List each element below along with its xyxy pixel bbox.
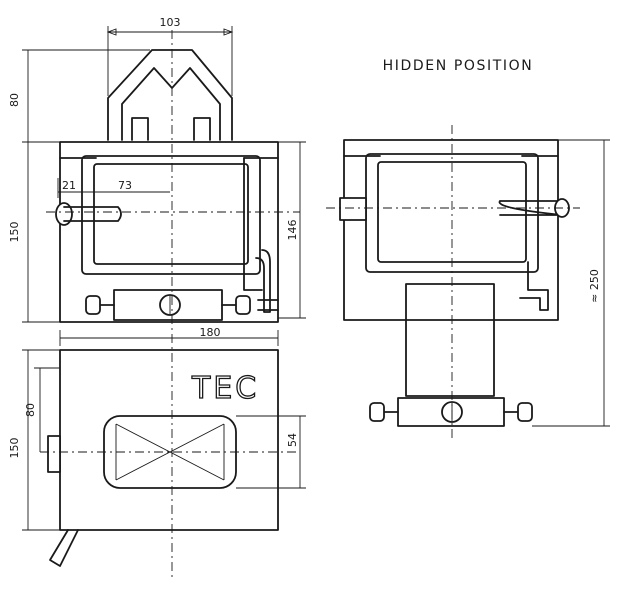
hidden-knob-right: [517, 402, 533, 422]
dim-base-80-label: 80: [24, 403, 37, 417]
hood-inner: [121, 67, 221, 141]
plan-knob: [47, 435, 61, 473]
knob-lever: [63, 206, 122, 222]
dim-54-label: 54: [286, 433, 299, 447]
dim-54-ext: [236, 415, 306, 489]
plan-dimensions: 180 80 150 54: [8, 326, 306, 531]
hook-clamp: [257, 299, 279, 311]
dim-146-label: 146: [286, 220, 299, 241]
front-view: [46, 30, 300, 580]
dim-21-ext: [57, 178, 83, 198]
dim-103-arrows: [106, 28, 234, 36]
dim-80-ext: [22, 49, 150, 143]
dim-73-label: 73: [118, 179, 132, 192]
front-dimensions: 103 80 150 146 21 73: [8, 16, 306, 323]
knob-left: [85, 295, 101, 315]
dim-base-150-label: 150: [8, 438, 21, 459]
hood-leg-right: [193, 117, 211, 141]
view-title: HIDDEN POSITION: [383, 58, 534, 74]
brand-logo: TEC: [191, 371, 259, 406]
dim-80-label: 80: [8, 93, 21, 107]
body-side-rail: [243, 157, 263, 291]
window-bowtie: [115, 423, 225, 481]
dim-103-ext: [107, 26, 233, 96]
dim-21-label: 21: [62, 179, 76, 192]
dim-150-label: 150: [8, 222, 21, 243]
hidden-knob-left: [369, 402, 385, 422]
hidden-position-view: HIDDEN POSITION ≈ 250: [326, 58, 610, 440]
plan-cable: [49, 529, 79, 567]
mirror-frame-inner: [93, 163, 249, 265]
plan-view: TEC: [40, 349, 300, 567]
hood-leg-left: [131, 117, 149, 141]
extended-column: [405, 283, 495, 397]
mirror-frame-outer: [81, 155, 261, 275]
dim-103-label: 103: [160, 16, 181, 29]
cable-hook: [255, 249, 271, 313]
knob-right: [235, 295, 251, 315]
tilt-knob: [55, 202, 73, 226]
front-body: [59, 141, 279, 323]
dim-250-label: ≈ 250: [588, 269, 601, 303]
dim-250-ext: [532, 139, 610, 427]
dim-180-ext: [59, 330, 279, 346]
dim-146-ext: [278, 141, 306, 319]
dim-180-label: 180: [200, 326, 221, 339]
hidden-hook: [519, 261, 549, 311]
hidden-side-block: [339, 197, 367, 221]
hidden-body: [343, 139, 559, 321]
